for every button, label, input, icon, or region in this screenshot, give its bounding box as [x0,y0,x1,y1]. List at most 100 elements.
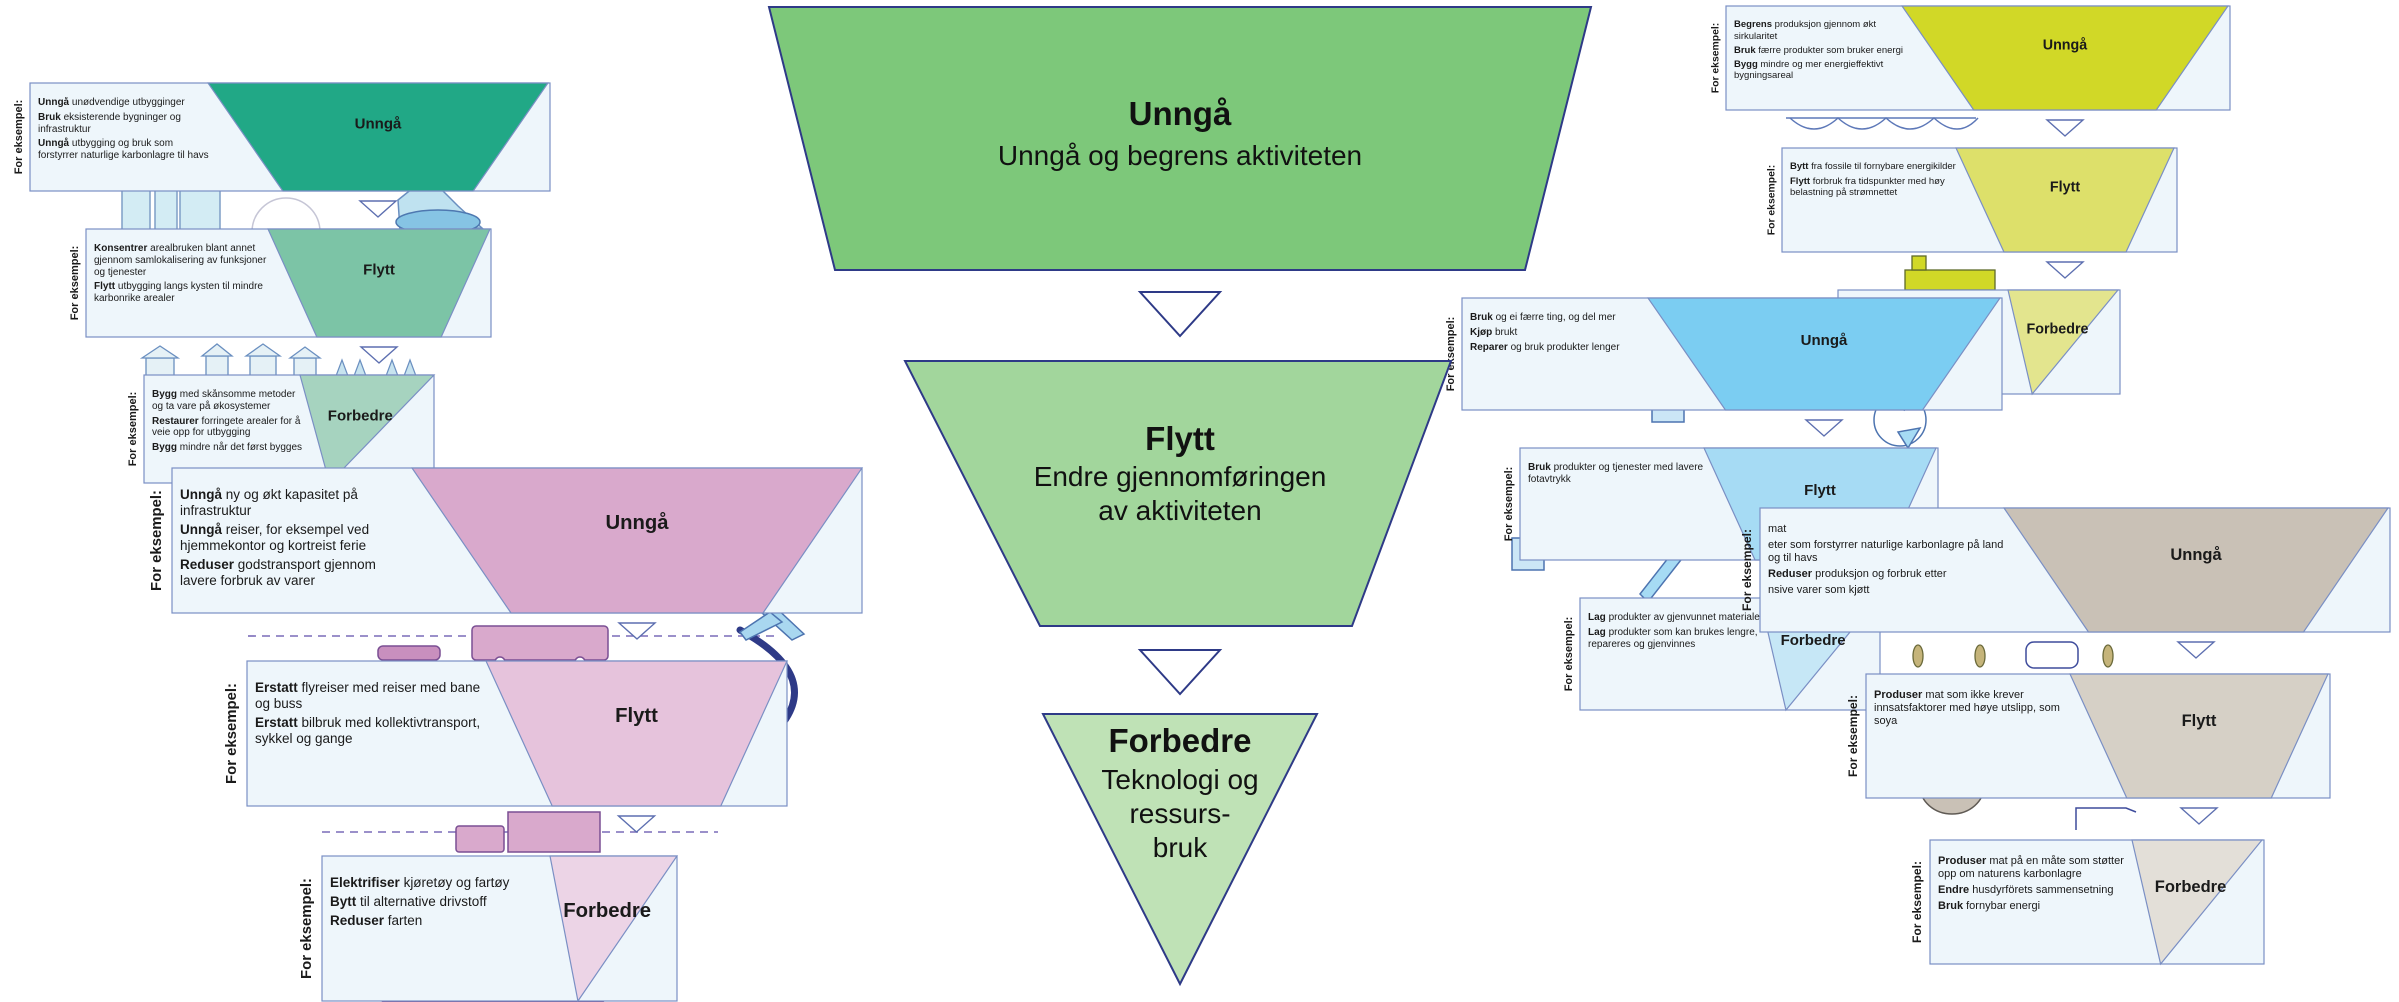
wheat-illustration [1912,644,2114,668]
products-unnga-item: Kjøp brukt [1470,326,1518,338]
center-arrow-icon [1137,291,1223,338]
food-arrow-icon [2179,807,2219,825]
transport-flytt-body: Erstatt flyreiser med reiser med bane og… [255,680,481,746]
land-unnga-shape [206,82,550,192]
food-forbedre-body: Produser mat på en måte som støtter opp … [1938,855,2124,912]
energy-flytt-title: Flytt [2050,180,2080,196]
food-flytt-item: Produser mat som ikke krever innsatsfakt… [1874,689,2060,728]
transport-flytt-shape [485,660,788,807]
transport-arrow-icon [616,815,657,833]
land-forbedre-item: Bygg mindre når det først bygges [152,442,303,454]
products-arrow-icon [1804,419,1844,437]
transport-unnga-title: Unngå [605,511,669,534]
food-forbedre-item: Endre husdyrförets sammensetning [1938,884,2114,897]
products-unnga-item: Reparer og bruk produkter lenger [1470,341,1620,353]
transport-forbedre-example-label: For eksempel: [299,878,315,979]
land-flytt-body: Konsentrer arealbruken blant annet gjenn… [94,243,267,305]
products-flytt-body: Bruk produkter og tjenester med lavere f… [1528,462,1704,485]
factory-illustration [1904,255,1996,291]
energy-flytt-body: Bytt fra fossile til fornybare energikil… [1790,161,1956,198]
products-unnga-example-label: For eksempel: [1445,317,1457,392]
food-forbedre-title: Forbedre [2155,878,2227,896]
food-arrow-icon [2176,641,2216,659]
car-illustration [377,645,441,661]
land-unnga-item: Unngå utbygging og bruk som forstyrrer n… [38,138,209,162]
truck-illustration [455,811,601,853]
energy-flytt-shape [1955,147,2175,253]
transport-unnga-shape [410,467,864,614]
center-flytt-subtitle: av aktiviteten [1098,495,1261,526]
food-unnga-item: eter som forstyrrer naturlige karbonlagr… [1768,539,2004,565]
cow-illustration [2025,641,2079,669]
land-forbedre-item: Restaurer forringete arealer for å veie … [152,415,301,439]
food-flytt-body: Produser mat som ikke krever innsatsfakt… [1874,689,2060,728]
transport-unnga-item: Unngå reiser, for eksempel ved hjemmekon… [180,521,370,553]
transport-forbedre-item: Bytt til alternative drivstoff [330,893,487,909]
transport-forbedre-item: Elektrifiser kjøretøy og fartøy [330,874,510,890]
transport-forbedre-shape [549,855,679,1002]
energy-unnga-example-label: For eksempel: [1710,23,1721,93]
food-flytt-shape [2069,673,2329,799]
land-stage-flytt: Flytt For eksempel: Konsentrer arealbruken… [69,228,492,364]
products-flytt-title: Flytt [1804,482,1836,499]
land-flytt-item: Flytt utbygging langs kysten til mindre … [94,281,263,305]
food-unnga-item: Reduser produksjon og forbruk etter [1768,568,1947,581]
center-forbedre-subtitle: bruk [1153,832,1208,863]
energy-flytt-item: Flytt forbruk fra tidspunkter med høy be… [1790,175,1945,198]
land-flytt-item: Konsentrer arealbruken blant annet gjenn… [94,243,267,278]
energy-unnga-item: Bygg mindre og mer energieffektivt bygni… [1734,58,1884,82]
land-unnga-item: Bruk eksisterende bygninger og infrastru… [38,111,181,135]
energy-unnga-item: Bruk færre produkter som bruker energi [1734,44,1903,56]
transport-flytt-item: Erstatt bilbruk med kollektivtransport, … [255,714,481,746]
food-flytt-example-label: For eksempel: [1846,695,1860,777]
center-arrow-icon [1137,649,1223,696]
land-flytt-example-label: For eksempel: [69,246,81,321]
products-forbedre-item: Lag produkter av gjenvunnet materiale [1588,612,1760,623]
center-forbedre-shape [1041,713,1319,987]
transport-forbedre-item: Reduser farten [330,912,423,928]
food-unnga-item: mat [1768,523,1787,536]
land-unnga-example-label: For eksempel: [13,100,25,175]
land-unnga-item: Unngå unødvendige utbygginger [38,97,185,108]
food-unnga-body: mat eter som forstyrrer naturlige karbonl… [1768,523,2004,597]
food-stage-flytt: Flytt For eksempel: Produser mat som ikke … [1846,673,2331,825]
center-forbedre-title: Forbedre [1108,722,1251,759]
products-forbedre-example-label: For eksempel: [1563,617,1575,692]
center-unnga-subtitle: Unngå og begrens aktiviteten [998,140,1362,171]
land-forbedre-body: Bygg med skånsomme metoder og ta vare på… [152,389,303,454]
drop-illustration [2075,807,2137,830]
center-forbedre-subtitle: Teknologi og [1101,764,1258,795]
center-flytt-title: Flytt [1145,420,1215,457]
energy-unnga-item: Begrens produksjon gjennom økt sirkulari… [1734,19,1877,42]
energy-flytt-item: Bytt fra fossile til fornybare energikil… [1790,161,1956,173]
center-unnga-title: Unngå [1129,95,1232,132]
food-flytt-title: Flytt [2182,712,2217,730]
products-unnga-item: Bruk og ei færre ting, og del mer [1470,312,1616,323]
transport-arrow-icon [617,622,657,640]
food-unnga-item: nsive varer som kjøtt [1768,584,1870,597]
energy-arrow-icon [2045,261,2085,279]
land-arrow-icon [358,200,398,218]
land-flytt-title: Flytt [363,261,395,278]
energy-forbedre-title: Forbedre [2027,322,2089,338]
trees-illustration [335,358,417,377]
products-forbedre-title: Forbedre [1781,632,1846,649]
products-flytt-item: Bruk produkter og tjenester med lavere f… [1528,462,1704,485]
transport-flytt-title: Flytt [615,705,658,727]
